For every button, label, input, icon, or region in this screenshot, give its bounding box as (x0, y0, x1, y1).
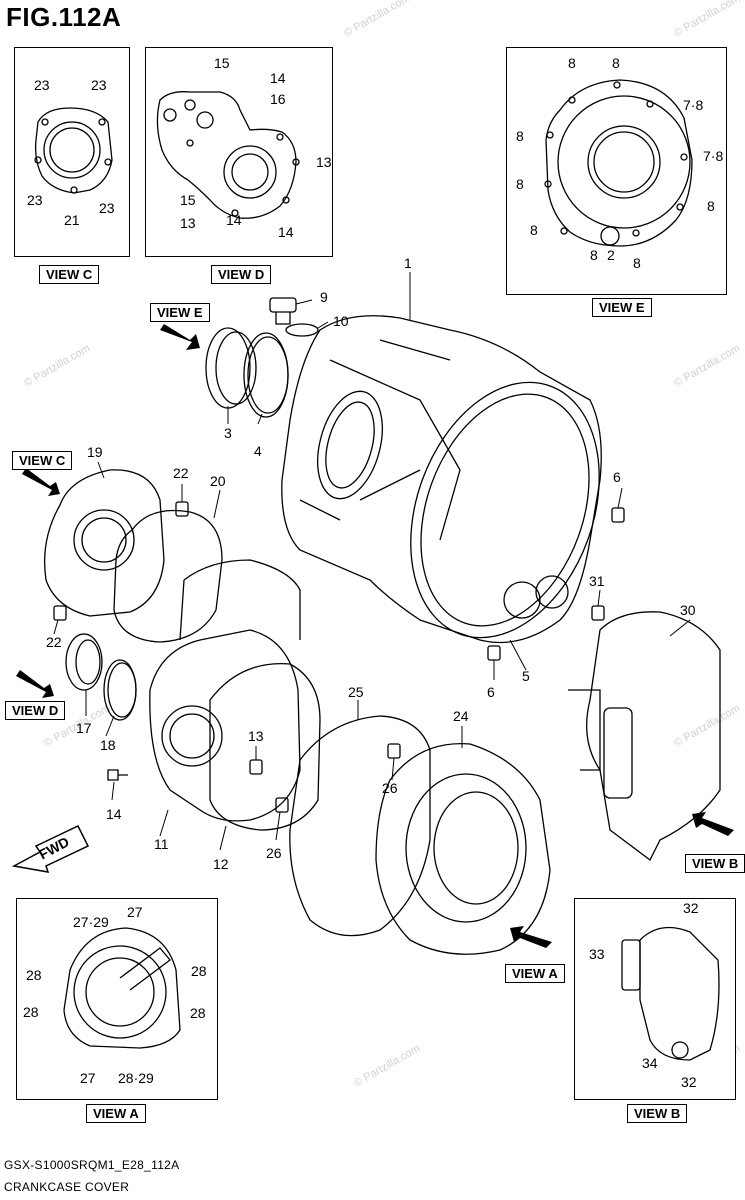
gasket-20-drawing (113, 509, 223, 643)
part-8: 8 (707, 198, 715, 214)
part-27: 27 (80, 1070, 96, 1086)
view-e-cover-drawing (544, 79, 693, 247)
part-26: 26 (382, 780, 398, 796)
part-8: 8 (612, 55, 620, 71)
view-e-callout: VIEW E (150, 303, 210, 322)
part-8: 8 (590, 247, 598, 263)
part-13: 13 (248, 728, 264, 744)
cover-19-drawing (43, 469, 165, 617)
part-15: 15 (214, 55, 230, 71)
part-14: 14 (226, 212, 242, 228)
model-code: GSX-S1000SRQM1_E28_112A (4, 1158, 180, 1172)
part-20: 20 (210, 473, 226, 489)
leader-lines (53, 272, 691, 851)
view-b-label: VIEW B (627, 1104, 688, 1123)
gasket-25-drawing (289, 715, 431, 937)
part-23: 23 (27, 192, 43, 208)
view-a-panel (16, 898, 218, 1100)
part-11: 11 (154, 836, 169, 852)
part-18: 18 (100, 737, 116, 753)
part-5: 5 (522, 668, 530, 684)
view-e-label: VIEW E (592, 298, 652, 317)
part-8: 8 (516, 176, 524, 192)
part-8: 8 (516, 128, 524, 144)
part-34: 34 (642, 1055, 658, 1071)
part-12: 12 (213, 856, 229, 872)
fwd-arrow-icon (11, 825, 90, 873)
figure-caption: CRANKCASE COVER (4, 1180, 130, 1194)
view-d-panel (145, 47, 333, 257)
part-8: 8 (633, 255, 641, 271)
part-7-8: 7·8 (703, 148, 724, 164)
part-13: 13 (316, 154, 332, 170)
part-13: 13 (180, 215, 196, 231)
view-b-panel (574, 898, 736, 1100)
direction-arrows (16, 324, 734, 948)
figure-title: FIG.112A (6, 2, 122, 32)
view-c-cover-drawing (34, 107, 113, 194)
part-14: 14 (270, 70, 286, 86)
gasket-12-drawing (209, 662, 321, 831)
part-19: 19 (87, 444, 103, 460)
part-27-29: 27·29 (73, 914, 109, 930)
part-4: 4 (254, 443, 262, 459)
part-25: 25 (348, 684, 364, 700)
part-31: 31 (589, 573, 605, 589)
part-23: 23 (34, 77, 50, 93)
part-28: 28 (191, 963, 207, 979)
seal-and-oring-drawing (205, 327, 289, 418)
part-23: 23 (91, 77, 107, 93)
part-30: 30 (680, 602, 696, 618)
view-d-label: VIEW D (211, 265, 272, 284)
part-24: 24 (453, 708, 469, 724)
part-22: 22 (46, 634, 62, 650)
part-6: 6 (613, 469, 621, 485)
part-8: 8 (530, 222, 538, 238)
part-33: 33 (589, 946, 605, 962)
part-9: 9 (320, 289, 328, 305)
part-10: 10 (333, 313, 349, 329)
part-3: 3 (224, 425, 232, 441)
plug-drawing (269, 297, 319, 337)
part-21: 21 (64, 212, 80, 228)
part-14: 14 (106, 806, 122, 822)
part-15: 15 (180, 192, 196, 208)
seal-17-oring-18-drawing (65, 633, 137, 721)
part-23: 23 (99, 200, 115, 216)
view-c-label: VIEW C (39, 265, 100, 284)
crankcase-body-drawing (281, 315, 602, 644)
part-16: 16 (270, 91, 286, 107)
view-a-callout: VIEW A (505, 964, 565, 983)
part-32: 32 (681, 1074, 697, 1090)
view-a-cover-drawing (63, 927, 181, 1049)
view-d-callout: VIEW D (5, 701, 66, 720)
part-26: 26 (266, 845, 282, 861)
part-22: 22 (173, 465, 189, 481)
part-1: 1 (404, 255, 412, 271)
part-8: 8 (568, 55, 576, 71)
part-28: 28 (26, 967, 42, 983)
cover-24-drawing (375, 742, 551, 955)
dowel-pins-drawing (53, 501, 625, 813)
cover-30-drawing (568, 611, 721, 861)
part-28: 28 (23, 1004, 39, 1020)
view-a-label: VIEW A (86, 1104, 146, 1123)
cover-11-drawing (149, 559, 301, 822)
part-2: 2 (607, 247, 615, 263)
part-14: 14 (278, 224, 294, 240)
part-28-29: 28·29 (118, 1070, 154, 1086)
part-28: 28 (190, 1005, 206, 1021)
view-c-callout: VIEW C (12, 451, 73, 470)
part-7-8: 7·8 (683, 97, 704, 113)
part-6: 6 (487, 684, 495, 700)
view-d-cover-drawing (156, 91, 300, 219)
view-b-callout: VIEW B (685, 854, 745, 873)
part-17: 17 (76, 720, 92, 736)
view-b-cover-drawing (621, 926, 720, 1061)
part-27: 27 (127, 904, 143, 920)
part-32: 32 (683, 900, 699, 916)
